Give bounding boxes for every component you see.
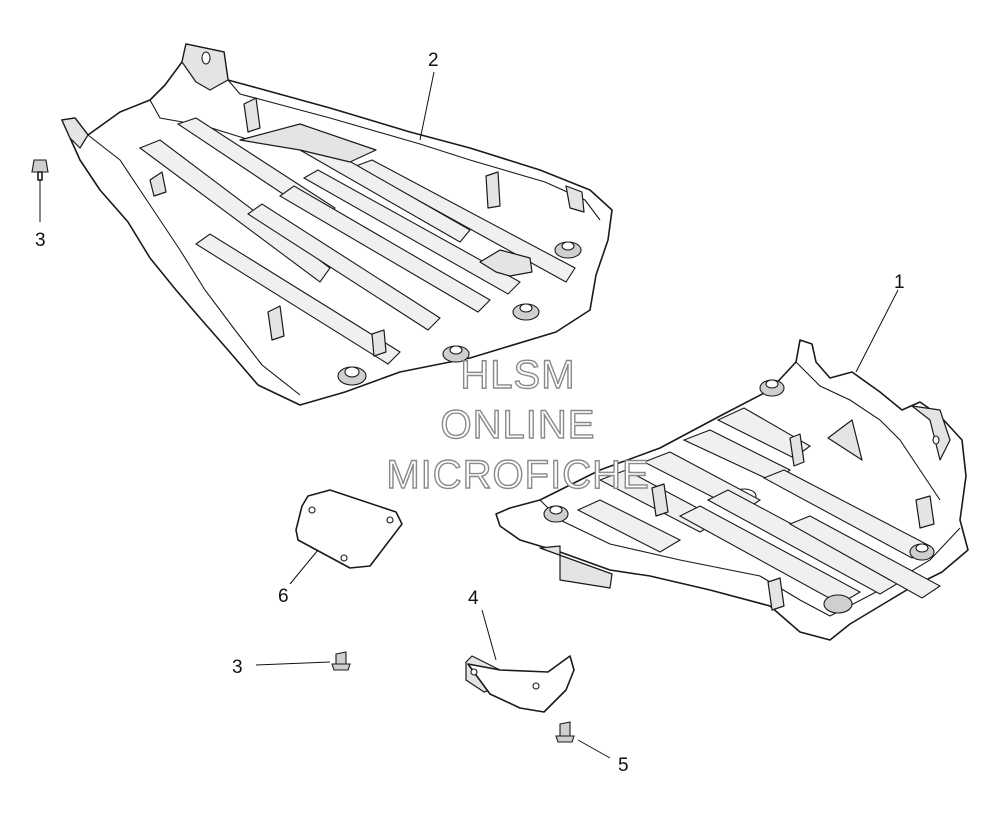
- leader-3-lower: [255, 661, 331, 666]
- callout-2: 2: [428, 50, 439, 71]
- part-2-skid-plate: [61, 43, 613, 406]
- watermark-line-3: MICROFICHE: [386, 453, 649, 497]
- callout-3-lower: 3: [232, 657, 243, 678]
- leader-2: [419, 71, 435, 141]
- callout-6: 6: [278, 586, 289, 607]
- part-5-screw: [555, 721, 575, 743]
- part-4-bracket: [465, 655, 575, 713]
- leader-4: [481, 609, 497, 661]
- watermark-line-2: ONLINE: [441, 403, 596, 447]
- part-1-skid-plate: [495, 339, 969, 641]
- callout-5: 5: [618, 755, 629, 776]
- callout-3-upper: 3: [35, 230, 46, 251]
- leader-6: [289, 549, 319, 585]
- part-3-screw-lower: [331, 651, 351, 671]
- leader-5: [577, 739, 611, 759]
- part-3-screw-upper: [31, 159, 49, 181]
- callout-4: 4: [468, 588, 479, 609]
- leader-1: [855, 289, 899, 373]
- watermark-line-1: HLSM: [460, 353, 575, 397]
- watermark: HLSM ONLINE MICROFICHE: [386, 352, 650, 497]
- callout-1: 1: [894, 272, 905, 293]
- part-6-cover-plate: [295, 489, 403, 569]
